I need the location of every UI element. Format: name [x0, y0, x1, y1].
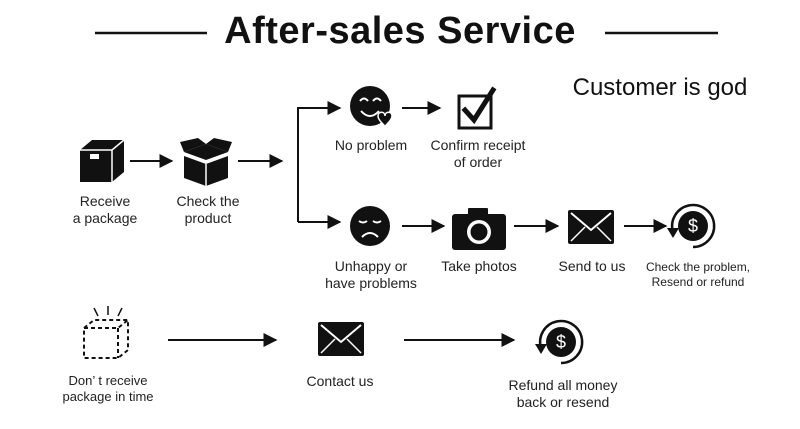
- svg-text:$: $: [556, 332, 566, 352]
- dollar-refund-icon: $: [535, 319, 584, 365]
- checkbox-checked-icon: [457, 86, 497, 130]
- camera-icon: [452, 208, 506, 250]
- dollar-refund-icon: $: [667, 203, 716, 249]
- label-receive: Receive a package: [72, 193, 138, 226]
- happy-face-icon: [350, 86, 393, 128]
- missing-package-icon: [83, 306, 129, 359]
- sad-face-icon: [350, 206, 390, 246]
- label-contact: Contact us: [306, 373, 374, 389]
- envelope-icon: [318, 322, 364, 356]
- label-photos: Take photos: [441, 258, 517, 274]
- page-title: After-sales Service: [224, 10, 576, 52]
- package-icon: [80, 139, 125, 182]
- label-check: Check the product: [176, 193, 240, 226]
- branch-upper: [297, 101, 342, 222]
- label-not-received: Don’ t receive package in time: [62, 373, 154, 404]
- label-confirm: Confirm receipt of order: [430, 137, 526, 170]
- label-refund: Refund all money back or resend: [508, 377, 618, 410]
- tagline: Customer is god: [572, 74, 748, 101]
- label-unhappy: Unhappy or have problems: [325, 258, 417, 291]
- label-resend: Check the problem, Resend or refund: [645, 260, 751, 289]
- envelope-icon: [568, 210, 614, 244]
- svg-text:$: $: [688, 216, 698, 236]
- label-send: Send to us: [558, 258, 626, 274]
- label-no-problem: No problem: [334, 137, 408, 153]
- open-box-icon: [180, 138, 232, 186]
